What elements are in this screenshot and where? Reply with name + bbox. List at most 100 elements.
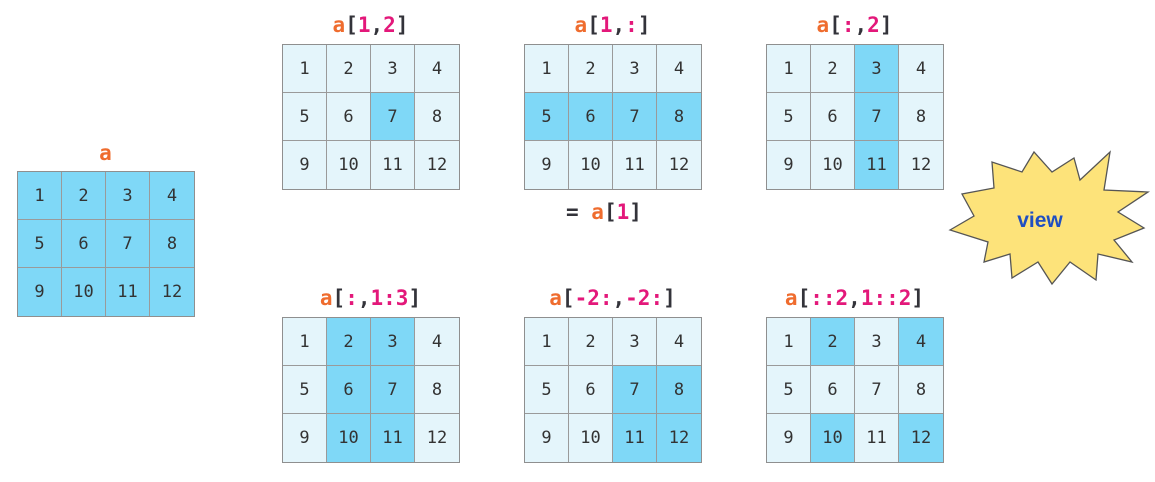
panel-label: a[::2,1::2] [766, 285, 943, 311]
label-segment-idx: : [625, 13, 638, 37]
label-segment-br: ] [879, 13, 893, 37]
matrix-cell-selected: 11 [613, 414, 657, 462]
label-segment-var: a [319, 286, 333, 310]
label-segment-idx: 2 [867, 13, 880, 37]
label-segment-br: , [612, 286, 626, 310]
label-segment-br: [ [603, 200, 617, 224]
matrix-cell: 8 [415, 93, 459, 141]
label-segment-br: , [370, 13, 384, 37]
matrix-cell: 12 [657, 141, 701, 189]
matrix-cell: 10 [569, 414, 613, 462]
label-segment-var: a [99, 141, 112, 165]
matrix-cell-selected: 7 [855, 93, 899, 141]
label-segment-br: , [612, 13, 626, 37]
label-segment-var: a [549, 286, 562, 310]
matrix-cell-selected: 2 [811, 318, 855, 366]
label-segment-br: ] [408, 286, 422, 310]
label-segment-var: a [591, 200, 604, 224]
matrix-cell-selected: 11 [106, 268, 150, 316]
matrix-cell: 3 [613, 318, 657, 366]
label-segment-br: , [357, 286, 371, 310]
label-segment-var: a [816, 13, 830, 37]
matrix-cell: 9 [283, 141, 327, 189]
matrix-cell-selected: 11 [371, 414, 415, 462]
matrix-cell-selected: 6 [327, 366, 371, 414]
matrix-cell: 2 [569, 45, 613, 93]
matrix-cell-selected: 2 [327, 318, 371, 366]
panel-label: a[-2:,-2:] [524, 285, 701, 311]
label-segment-idx: : [841, 13, 855, 37]
matrix-cell: 11 [613, 141, 657, 189]
matrix-cell: 3 [855, 318, 899, 366]
matrix-cell: 9 [525, 141, 569, 189]
matrix-cell: 2 [327, 45, 371, 93]
matrix-cell: 3 [613, 45, 657, 93]
panel-label: a[:,2] [766, 12, 943, 38]
matrix-cell-selected: 8 [657, 366, 701, 414]
panel-label: a [17, 140, 194, 166]
matrix-cell: 2 [569, 318, 613, 366]
matrix-cell-selected: 6 [62, 220, 106, 268]
matrix-cell: 12 [415, 414, 459, 462]
starburst-shape [948, 150, 1150, 286]
matrix-cell-selected: 8 [150, 220, 194, 268]
panel-label: a[1,:] [524, 12, 701, 38]
matrix-cell: 5 [525, 366, 569, 414]
label-segment-br: [ [332, 286, 346, 310]
matrix-cell: 4 [657, 318, 701, 366]
matrix-cell: 6 [811, 366, 855, 414]
matrix-cell-selected: 8 [657, 93, 701, 141]
matrix-cell-selected: 3 [106, 172, 150, 220]
matrix-cell: 5 [283, 93, 327, 141]
matrix-cell: 5 [767, 366, 811, 414]
matrix-cell-selected: 7 [613, 366, 657, 414]
label-segment-var: a [784, 286, 798, 310]
label-segment-br: [ [345, 13, 358, 37]
label-segment-idx: 1 [599, 13, 613, 37]
matrix-cell-selected: 1 [18, 172, 62, 220]
matrix-cell-selected: 3 [371, 318, 415, 366]
matrix-cell: 1 [283, 45, 327, 93]
matrix-cell: 10 [327, 141, 371, 189]
label-segment-idx: 2 [383, 13, 396, 37]
label-segment-idx: -2: [574, 286, 613, 310]
panel-label: a[1,2] [282, 12, 459, 38]
matrix-cell-selected: 9 [18, 268, 62, 316]
label-segment-br: ] [395, 13, 409, 37]
matrix-cell: 6 [811, 93, 855, 141]
matrix-cell: 7 [855, 366, 899, 414]
equivalence-note: = a[1] [566, 199, 642, 225]
label-segment-br: ] [629, 200, 642, 224]
matrix-cell-selected: 10 [327, 414, 371, 462]
label-segment-br: ] [637, 13, 651, 37]
matrix-cell: 1 [525, 318, 569, 366]
matrix-cell-selected: 4 [150, 172, 194, 220]
label-segment-op: = [566, 200, 592, 224]
matrix-cell: 4 [657, 45, 701, 93]
matrix-cell: 10 [569, 141, 613, 189]
matrix-cell: 12 [899, 141, 943, 189]
matrix-cell: 1 [767, 318, 811, 366]
label-segment-br: [ [797, 286, 811, 310]
matrix-cell: 9 [283, 414, 327, 462]
label-segment-idx: -2: [625, 286, 664, 310]
matrix-cell-selected: 3 [855, 45, 899, 93]
matrix-cell-selected: 7 [371, 93, 415, 141]
matrix-cell-selected: 10 [811, 414, 855, 462]
matrix-cell: 9 [767, 414, 811, 462]
matrix-cell: 6 [327, 93, 371, 141]
matrix-cell: 1 [525, 45, 569, 93]
starburst-label: view [1017, 209, 1063, 232]
matrix-cell-selected: 7 [613, 93, 657, 141]
